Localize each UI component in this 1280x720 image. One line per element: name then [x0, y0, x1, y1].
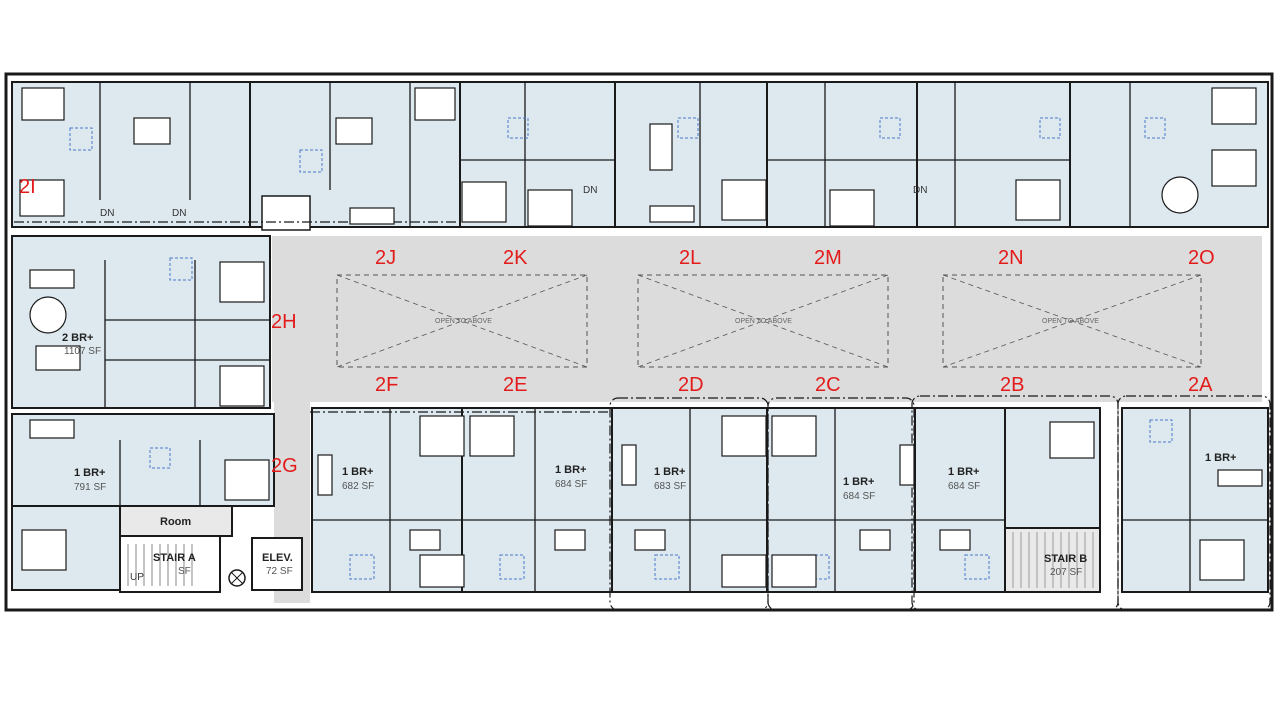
open-box-3: [942, 274, 1202, 368]
vestibule: [261, 195, 311, 231]
elevator-area: 72 SF: [266, 566, 293, 577]
corridor-main: [272, 236, 1262, 402]
stair-a-label: STAIR A: [153, 552, 196, 564]
unit-type-2D: 1 BR+: [654, 466, 686, 478]
group-outline-2B: [911, 395, 1119, 611]
unit-type-2E: 1 BR+: [555, 464, 587, 476]
interior-walls: [99, 82, 1268, 592]
unit-label-2B: 2B: [1000, 374, 1025, 396]
fixtures: [69, 117, 1173, 580]
unit-type-2B: 1 BR+: [948, 466, 980, 478]
open-box-3-diag-b: [942, 274, 1202, 368]
unit-area-2G: 791 SF: [74, 482, 107, 493]
unit-type-2C: 1 BR+: [843, 476, 875, 488]
unit-label-2J: 2J: [375, 247, 397, 269]
unit-type-2G: 1 BR+: [74, 467, 106, 479]
unit-label-2L: 2L: [679, 247, 702, 269]
stair-b-treads: [1012, 532, 1094, 588]
elevator-box: [251, 537, 303, 591]
unit-2B: [914, 407, 1006, 593]
unit-area-2F: 682 SF: [342, 481, 375, 492]
dn-label-2: DN: [172, 208, 187, 219]
unit-label-2H: 2H: [271, 311, 297, 333]
unit-type-2H: 2 BR+: [62, 332, 94, 344]
unit-label-2M: 2M: [814, 247, 842, 269]
unit-type-2F: 1 BR+: [342, 466, 374, 478]
open-to-above-label-3: OPEN TO ABOVE: [1042, 318, 1099, 325]
unit-area-2B: 684 SF: [948, 481, 981, 492]
furniture: [19, 87, 1263, 588]
unit-area-2D: 683 SF: [654, 481, 687, 492]
unit-label-2E: 2E: [503, 374, 528, 396]
dn-label-3: DN: [583, 185, 598, 196]
unit-group-outlines: [14, 221, 1271, 611]
stair-a-box: [119, 535, 221, 593]
room-box: [119, 505, 233, 537]
stair-a-up: UP: [130, 572, 144, 583]
unit-label-2K: 2K: [503, 247, 528, 269]
unit-label-2F: 2F: [375, 374, 399, 396]
unit-2A: [1121, 407, 1269, 593]
column-circle: [228, 569, 246, 587]
unit-area-2E: 684 SF: [555, 479, 588, 490]
elevator-label: ELEV.: [262, 552, 293, 564]
dn-label-1: DN: [100, 208, 115, 219]
top-units: [11, 81, 1269, 231]
unit-area-2C: 684 SF: [843, 491, 876, 502]
unit-area-2H: 1107 SF: [64, 346, 102, 357]
unit-type-2A: 1 BR+: [1205, 452, 1237, 464]
unit-label-2O: 2O: [1188, 247, 1215, 269]
unit-label-2N: 2N: [998, 247, 1024, 269]
open-to-above-label-2: OPEN TO ABOVE: [735, 318, 792, 325]
unit-label-2A: 2A: [1188, 374, 1213, 396]
dn-label-4: DN: [913, 185, 928, 196]
service-core: [119, 505, 303, 593]
stair-a-area: SF: [178, 566, 191, 577]
room-label: Room: [160, 516, 192, 528]
unit-label-2G: 2G: [271, 455, 298, 477]
stair-b-area: 207 SF: [1050, 567, 1083, 578]
unit-label-2C: 2C: [815, 374, 841, 396]
stair-b-label: STAIR B: [1044, 553, 1088, 565]
unit-label-2I: 2I: [19, 176, 36, 198]
open-to-above-label-1: OPEN TO ABOVE: [435, 318, 492, 325]
group-outline-2D: [609, 397, 769, 611]
open-to-above-boxes: [336, 274, 1202, 368]
group-outline-2A: [1117, 395, 1271, 611]
group-outline-2C: [767, 397, 915, 611]
stair-a-treads: [127, 544, 193, 586]
corridor: [272, 236, 1262, 603]
unit-label-2D: 2D: [678, 374, 704, 396]
